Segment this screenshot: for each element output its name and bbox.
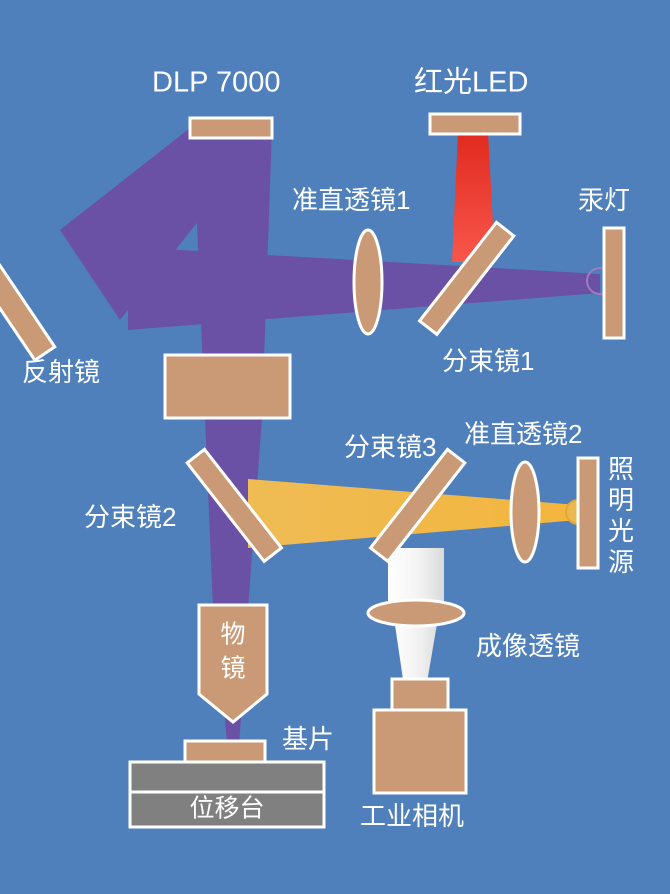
dlp-7000-component[interactable] (188, 116, 274, 140)
uv-beam-dlp-down (193, 128, 272, 420)
label-objective-char-0: 物 (220, 621, 245, 649)
label-substrate: 基片 (282, 724, 334, 754)
beam-splitter-3-component[interactable] (368, 447, 467, 564)
label-beam-splitter-1: 分束镜1 (442, 346, 534, 376)
illumination-source-component[interactable] (576, 456, 600, 570)
label-translation-stage: 位移台 (189, 795, 264, 823)
label-mirror: 反射镜 (22, 357, 100, 387)
imaging-beam-upper (388, 548, 444, 610)
label-beam-splitter-3: 分束镜3 (344, 432, 436, 462)
label-illumination-source-char-0: 照 (608, 454, 634, 484)
objective-lens-component[interactable] (197, 603, 269, 724)
uv-beam-objective-to-substrate (225, 718, 241, 745)
label-mercury-lamp: 汞灯 (578, 185, 630, 215)
beam-shaping-block[interactable] (163, 353, 292, 420)
label-collimating-lens-2: 准直透镜2 (464, 419, 582, 449)
mirror-component[interactable] (0, 224, 57, 363)
red-led-component[interactable] (428, 112, 522, 136)
collimating-lens-2-component[interactable] (509, 460, 541, 564)
label-beam-splitter-2: 分束镜2 (84, 502, 176, 532)
label-collimating-lens-1: 准直透镜1 (292, 185, 410, 215)
label-illumination-source-char-3: 源 (608, 547, 634, 577)
label-objective-char-1: 镜 (220, 655, 245, 683)
red-led-beam (452, 132, 495, 262)
translation-stage-upper[interactable] (128, 760, 326, 796)
imaging-lens-component[interactable] (366, 598, 466, 628)
label-dlp-7000: DLP 7000 (152, 67, 280, 99)
mercury-lamp-component[interactable] (602, 226, 626, 340)
label-industrial-camera: 工业相机 (360, 801, 464, 831)
industrial-camera-body[interactable] (372, 708, 468, 795)
label-illumination-source-char-2: 光 (608, 516, 634, 546)
beam-splitter-2-component[interactable] (185, 447, 284, 564)
translation-stage-lower[interactable] (128, 790, 326, 829)
label-red-led: 红光LED (414, 66, 528, 99)
label-illumination-source-char-1: 明 (608, 485, 634, 515)
collimating-lens-1-component[interactable] (352, 228, 384, 336)
label-imaging-lens: 成像透镜 (476, 631, 580, 661)
beam-splitter-1-component[interactable] (417, 220, 516, 337)
